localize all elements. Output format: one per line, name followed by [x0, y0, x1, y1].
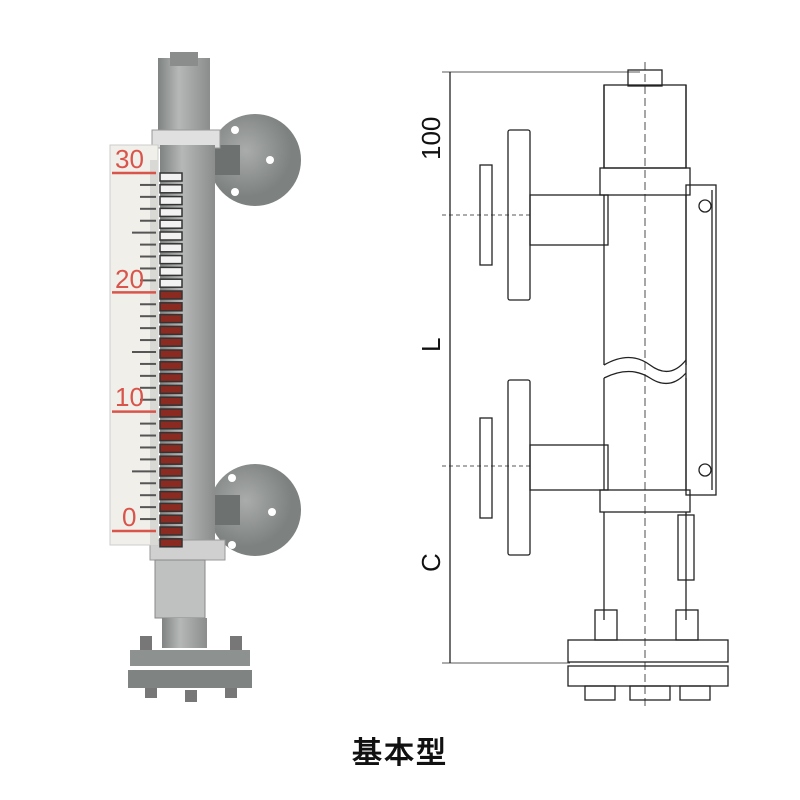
indicator-flap — [159, 514, 183, 524]
scale-label-20: 20 — [115, 264, 144, 294]
indicator-flap — [159, 219, 183, 229]
lower-side-pipe — [529, 444, 609, 491]
indicator-flap — [159, 467, 183, 477]
indicator-flap — [159, 313, 183, 324]
indicator-flap — [159, 431, 183, 442]
scale-label-0: 0 — [122, 502, 136, 532]
bottom-flange-drawing — [567, 639, 729, 663]
dimension-C-label: C — [416, 553, 446, 572]
indicator-flap — [159, 479, 183, 489]
drain-valve — [677, 514, 695, 581]
indicator-flap — [159, 337, 183, 347]
indicator-flap — [159, 207, 183, 218]
indicator-flap — [159, 266, 183, 277]
indicator-flap — [159, 502, 183, 513]
lower-mating-flange — [479, 417, 493, 519]
indicator-flap — [159, 195, 183, 206]
indicator-flap — [159, 325, 183, 336]
lower-flange — [209, 464, 301, 556]
upper-side-flange — [507, 129, 531, 301]
indicator-flap — [159, 372, 183, 383]
indicator-flap — [159, 490, 183, 501]
top-cap — [158, 58, 210, 138]
upper-flange — [209, 114, 301, 206]
indicator-flap — [159, 396, 183, 406]
indicator-flap — [159, 302, 183, 312]
bottom-flange — [130, 650, 250, 666]
indicator-flap — [159, 243, 183, 253]
scale-labels: 30 20 10 0 — [115, 144, 144, 532]
indicator-flap — [159, 408, 183, 418]
indicator-flap — [159, 420, 183, 430]
model-caption: 基本型 — [352, 736, 448, 771]
indicator-flap — [159, 231, 183, 241]
indicator-flap — [159, 384, 183, 395]
dimension-L-label: L — [416, 338, 446, 352]
dimension-100-label: 100 — [416, 117, 446, 160]
upper-mating-flange — [479, 164, 493, 266]
lower-side-flange — [507, 379, 531, 556]
scale-label-30: 30 — [115, 144, 144, 174]
bottom-block — [154, 559, 206, 619]
indicator-flap — [159, 361, 183, 371]
indicator-flap — [159, 349, 183, 359]
indicator-flap — [159, 278, 183, 288]
indicator-flap — [159, 443, 183, 454]
scale-label-10: 10 — [115, 382, 144, 412]
indicator-flap — [159, 290, 183, 300]
indicator-flap — [159, 538, 183, 548]
upper-side-pipe — [529, 194, 609, 246]
indicator-flap — [159, 172, 183, 182]
indicator-flap — [159, 455, 183, 465]
indicator-flap — [159, 526, 183, 536]
indicator-flap — [159, 184, 183, 194]
indicator-flap — [159, 254, 183, 265]
